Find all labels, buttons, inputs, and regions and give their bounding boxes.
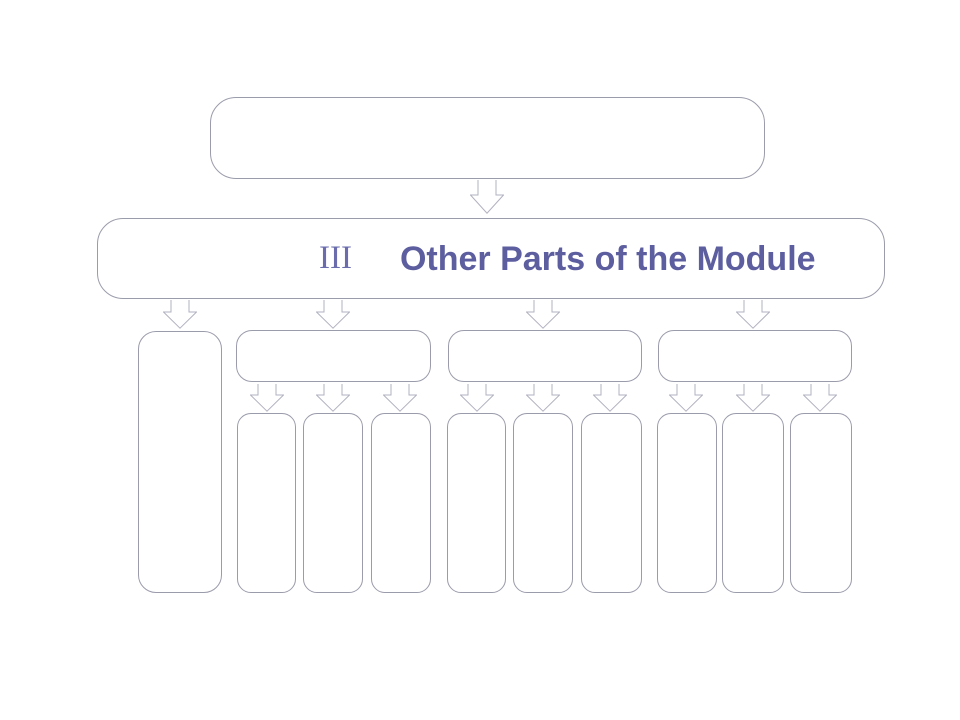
arrow-header-to-group-2 (526, 300, 560, 329)
branch-box-left-tall (138, 331, 222, 593)
arrow-group1-to-leaf-1 (250, 384, 284, 412)
group-box-2 (448, 330, 642, 382)
arrow-header-to-tall-box (163, 300, 197, 329)
down-arrow-icon (470, 180, 504, 214)
down-arrow-icon (669, 384, 703, 412)
arrow-group2-to-leaf-6 (593, 384, 627, 412)
header-numeral: III (319, 240, 352, 276)
down-arrow-icon (526, 300, 560, 329)
down-arrow-icon (736, 384, 770, 412)
arrow-group2-to-leaf-5 (526, 384, 560, 412)
leaf-box-1 (237, 413, 296, 593)
down-arrow-icon (163, 300, 197, 329)
leaf-box-3 (371, 413, 431, 593)
group-box-3 (658, 330, 852, 382)
group-box-1 (236, 330, 431, 382)
down-arrow-icon (250, 384, 284, 412)
header-box: III Other Parts of the Module (97, 218, 885, 299)
down-arrow-icon (526, 384, 560, 412)
leaf-box-2 (303, 413, 363, 593)
leaf-box-7 (657, 413, 717, 593)
arrow-group3-to-leaf-8 (736, 384, 770, 412)
arrow-group1-to-leaf-2 (316, 384, 350, 412)
leaf-box-9 (790, 413, 852, 593)
down-arrow-icon (383, 384, 417, 412)
down-arrow-icon (593, 384, 627, 412)
down-arrow-icon (316, 300, 350, 329)
down-arrow-icon (316, 384, 350, 412)
arrow-header-to-group-3 (736, 300, 770, 329)
leaf-box-6 (581, 413, 642, 593)
down-arrow-icon (736, 300, 770, 329)
leaf-box-5 (513, 413, 573, 593)
arrow-group2-to-leaf-4 (460, 384, 494, 412)
arrow-header-to-group-1 (316, 300, 350, 329)
arrow-group1-to-leaf-3 (383, 384, 417, 412)
down-arrow-icon (460, 384, 494, 412)
leaf-box-4 (447, 413, 506, 593)
arrow-group3-to-leaf-7 (669, 384, 703, 412)
down-arrow-icon (803, 384, 837, 412)
header-title: Other Parts of the Module (399, 239, 816, 278)
leaf-box-8 (722, 413, 784, 593)
arrow-top-to-header (470, 180, 504, 214)
intro-box (210, 97, 765, 179)
arrow-group3-to-leaf-9 (803, 384, 837, 412)
